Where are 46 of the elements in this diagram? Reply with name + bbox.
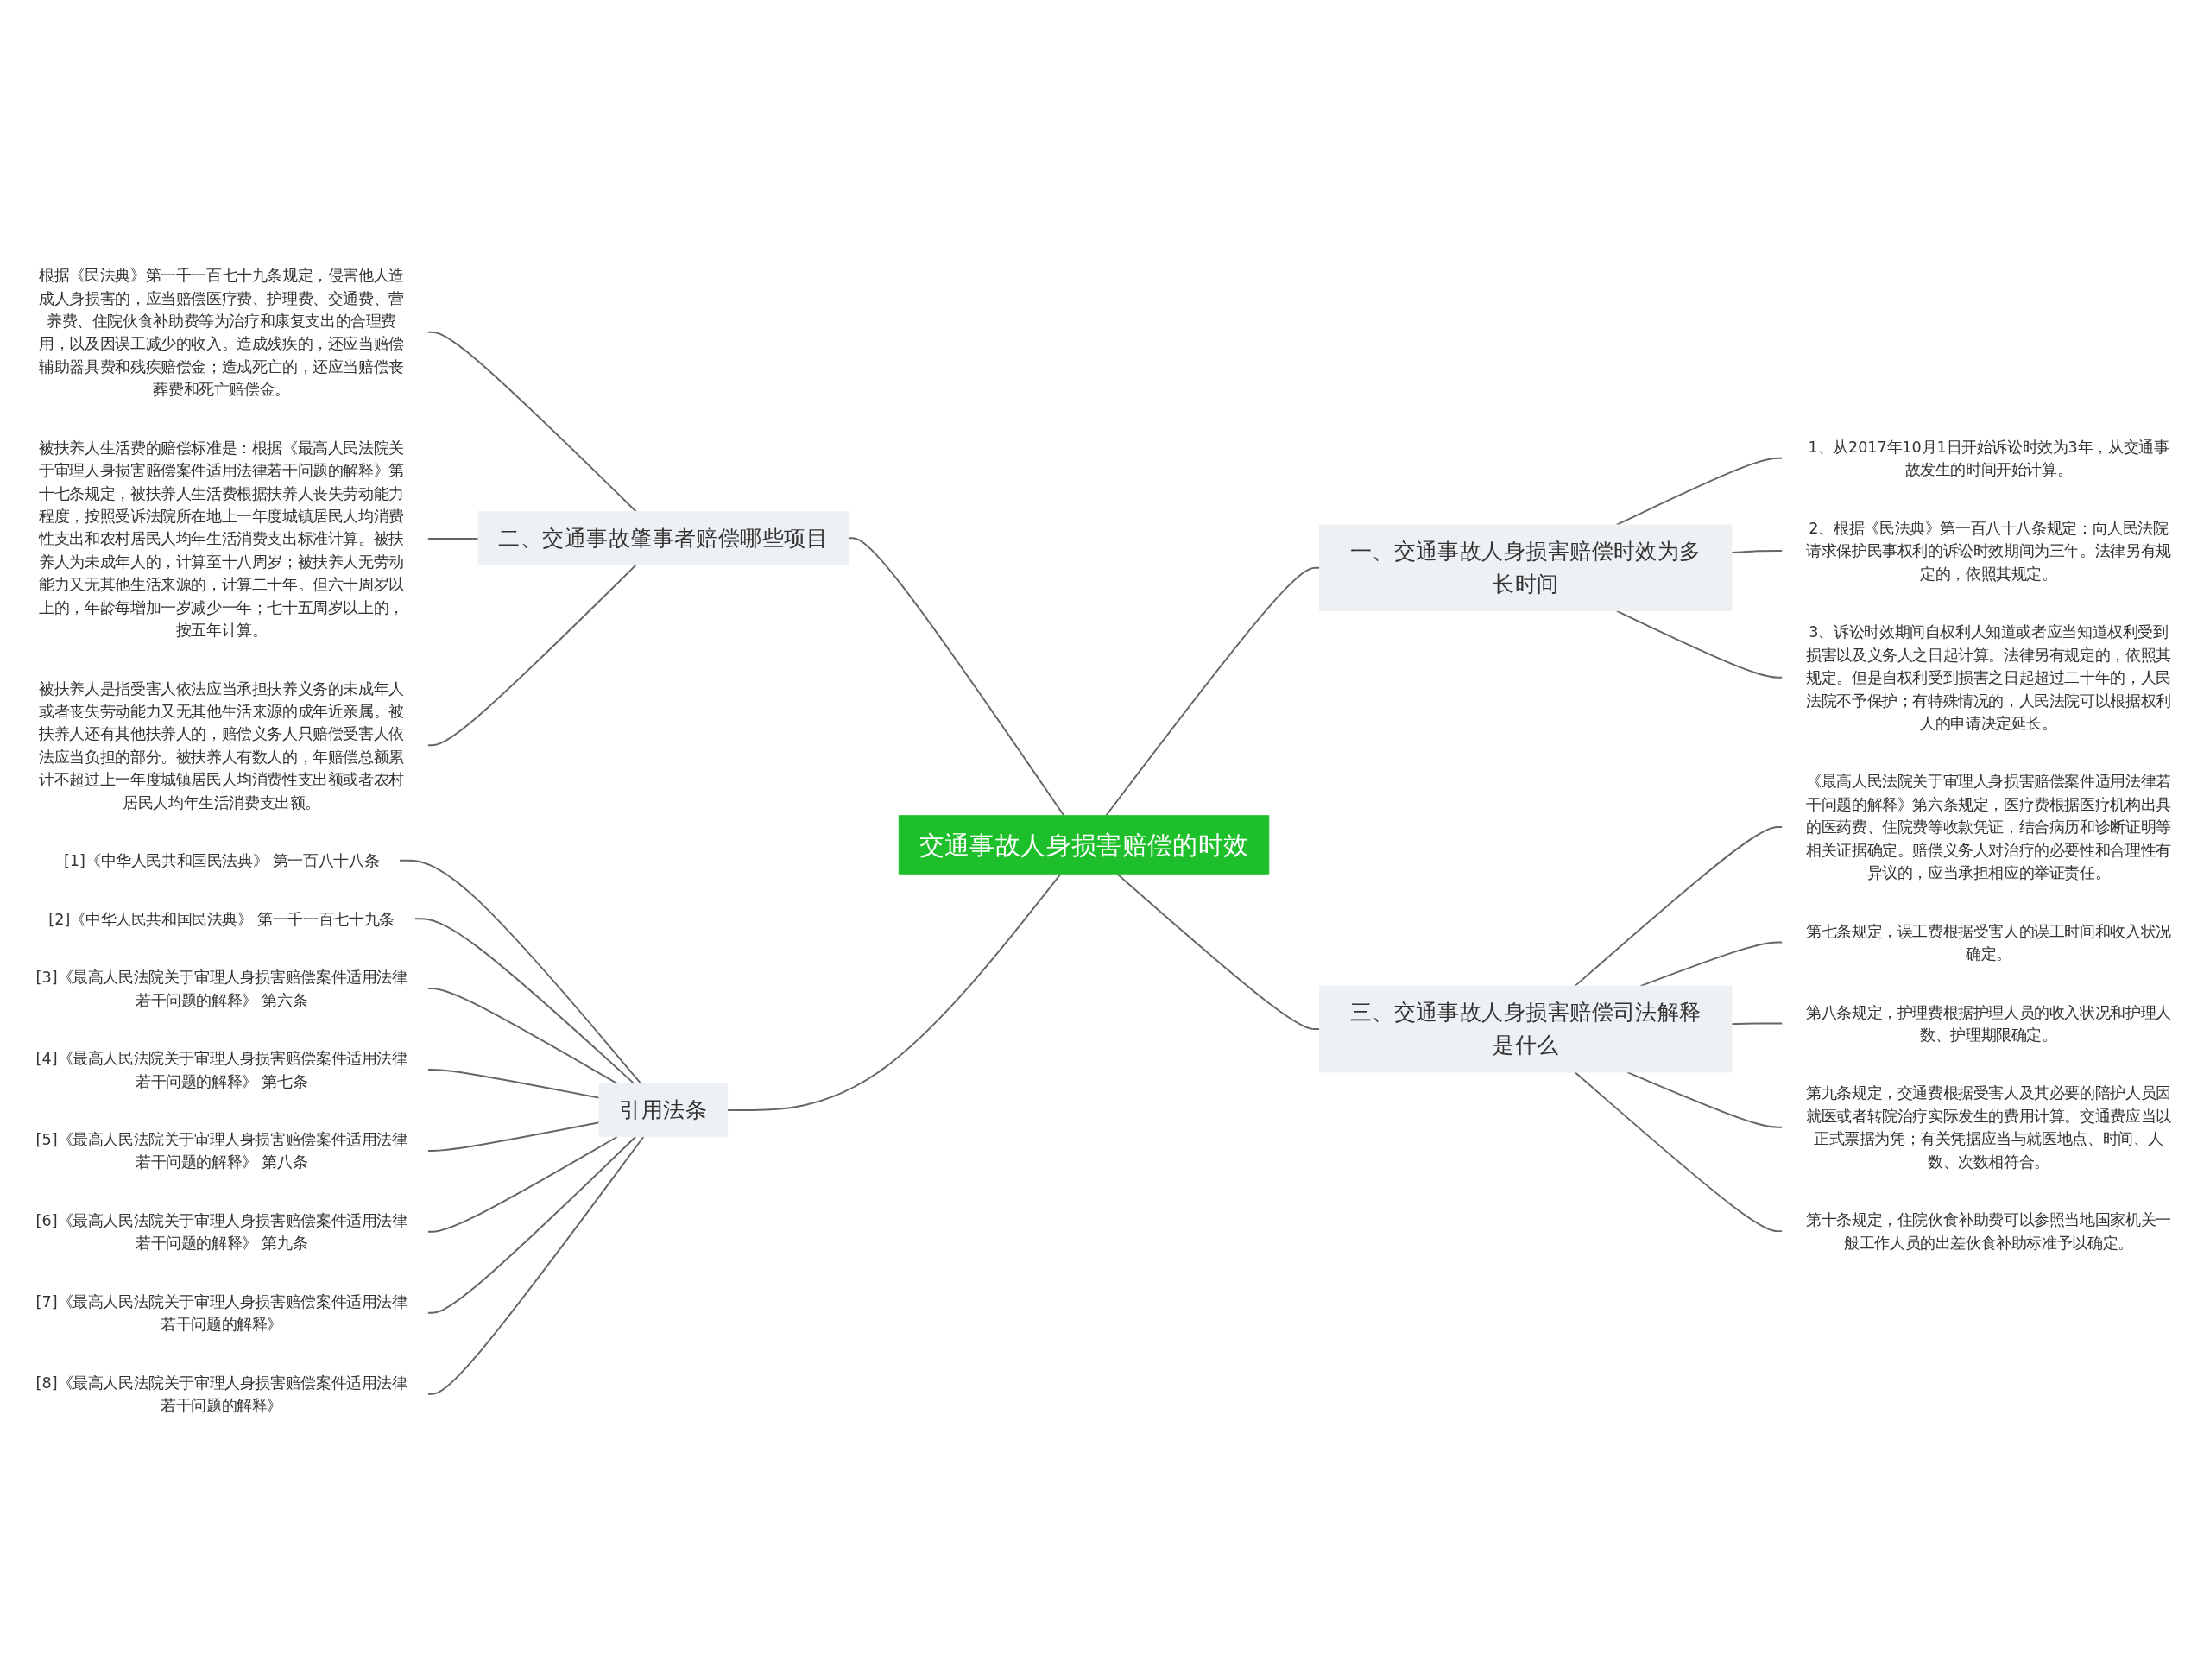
node-text: [6]《最高人民法院关于审理人身损害赔偿案件适用法律若干问题的解释》 第九条 bbox=[35, 1211, 407, 1252]
connector bbox=[1626, 1071, 1784, 1128]
connector bbox=[1731, 549, 1784, 553]
connector bbox=[426, 1121, 600, 1152]
connector bbox=[1574, 825, 1784, 987]
connector bbox=[426, 331, 637, 513]
node-text: [3]《最高人民法院关于审理人身损害赔偿案件适用法律若干问题的解释》 第六条 bbox=[35, 968, 407, 1009]
connector bbox=[426, 1135, 637, 1314]
connector bbox=[426, 563, 637, 746]
connector bbox=[726, 872, 1062, 1111]
node-text: [2]《中华人民共和国民法典》 第一千一百七十九条 bbox=[48, 909, 395, 928]
node-text: 第九条规定，交通费根据受害人及其必要的陪护人员因就医或者转院治疗实际发生的费用计算。交通费应当以正式票据为凭；有关凭据应当与就医地点、时间、人数、次数相符合。 bbox=[1806, 1083, 2171, 1171]
connector bbox=[1116, 872, 1321, 1030]
node-text: [7]《最高人民法院关于审理人身损害赔偿案件适用法律若干问题的解释》 bbox=[35, 1292, 407, 1333]
connector bbox=[1615, 457, 1784, 526]
node-text: 第十条规定，住院伙食补助费可以参照当地国家机关一般工作人员的出差伙食补助标准予以确定。 bbox=[1806, 1210, 2171, 1252]
connector bbox=[426, 1135, 645, 1395]
node-text: 《最高人民法院关于审理人身损害赔偿案件适用法律若干问题的解释》第六条规定，医疗费根据医疗机构出具的医药费、住院费等收款凭证，结合病历和诊断证明等相关证据确定。赔偿义务人对治疗的必要性和合理性有异议的，应当承担相应的举证责任。 bbox=[1806, 772, 2171, 881]
node-box: 交通事故人身损害赔偿的时效 bbox=[898, 814, 1270, 875]
node-box: 一、交通事故人身损害赔偿时效为多长时间 bbox=[1319, 524, 1733, 611]
node-box: 二、交通事故肇事者赔偿哪些项目 bbox=[477, 510, 849, 565]
connector bbox=[1731, 1022, 1784, 1025]
node-text: 第八条规定，护理费根据护理人员的收入状况和护理人数、护理期限确定。 bbox=[1806, 1002, 2171, 1044]
node-text: [1]《中华人民共和国民法典》 第一百八十八条 bbox=[63, 851, 380, 869]
node-text: 1、从2017年10月1日开始诉讼时效为3年，从交通事故发生的时间开始计算。 bbox=[1808, 438, 2169, 478]
node-text: 被扶养人是指受害人依法应当承担扶养义务的未成年人或者丧失劳动能力又无其他生活来源的成年近亲属。被扶养人还有其他扶养人的，赔偿义务人只赔偿受害人依法应当负担的部分。被扶养人有数人的，年赔偿总额累计不超过上一年度城镇居民人均消费性支出额或者农村居民人均年生活消费支出额。 bbox=[39, 679, 404, 812]
connector bbox=[398, 859, 642, 1084]
node-text: [8]《最高人民法院关于审理人身损害赔偿案件适用法律若干问题的解释》 bbox=[35, 1373, 407, 1414]
connector bbox=[1574, 1071, 1784, 1232]
connector bbox=[426, 987, 618, 1084]
node-text: 被扶养人生活费的赔偿标准是：根据《最高人民法院关于审理人身损害赔偿案件适用法律若干问题的解释》第十七条规定，被扶养人生活费根据扶养人丧失劳动能力程度，按照受诉法院所在地上一年度城镇居民人均消费性支出和农村居民人均年生活消费支出标准计算。被扶养人为未成年人的，计算至十八周岁；被扶养人无劳动能力又无其他生活来源的，计算二十年。但六十周岁以上的，年龄每增加一岁减少一年；七十五周岁以上的，按五年计算。 bbox=[39, 438, 404, 639]
node-box: 三、交通事故人身损害赔偿司法解释是什么 bbox=[1319, 985, 1733, 1073]
node-text: [5]《最高人民法院关于审理人身损害赔偿案件适用法律若干问题的解释》 第八条 bbox=[35, 1130, 407, 1172]
node-text: 第七条规定，误工费根据受害人的误工时间和收入状况确定。 bbox=[1806, 921, 2171, 963]
node-text: 2、根据《民法典》第一百八十八条规定：向人民法院请求保护民事权利的诉讼时效期间为三年。法律另有规定的，依照其规定。 bbox=[1806, 518, 2171, 583]
connector bbox=[847, 537, 1065, 817]
connector bbox=[1615, 609, 1784, 679]
node-text: 根据《民法典》第一千一百七十九条规定，侵害他人造成人身损害的，应当赔偿医疗费、护理费、交通费、营养费、住院伙食补助费等为治疗和康复支出的合理费用，以及因误工减少的收入。造成残疾的，还应当赔偿辅助器具费和残疾赔偿金；造成死亡的，还应当赔偿丧葬费和死亡赔偿金。 bbox=[39, 266, 404, 398]
node-text: 3、诉讼时效期间自权利人知道或者应当知道权利受到损害以及义务人之日起计算。法律另有规定的，依照其规定。但是自权利受到损害之日起超过二十年的，人民法院不予保护；有特殊情况的，人民法院可以根据权利人的申请决定延长。 bbox=[1806, 622, 2171, 732]
connector bbox=[414, 918, 635, 1084]
connector bbox=[426, 1135, 618, 1233]
node-box: 引用法条 bbox=[598, 1083, 729, 1137]
connector bbox=[1105, 566, 1321, 817]
connector bbox=[426, 537, 479, 540]
connector bbox=[426, 1068, 600, 1099]
node-text: [4]《最高人民法院关于审理人身损害赔偿案件适用法律若干问题的解释》 第七条 bbox=[35, 1049, 407, 1090]
